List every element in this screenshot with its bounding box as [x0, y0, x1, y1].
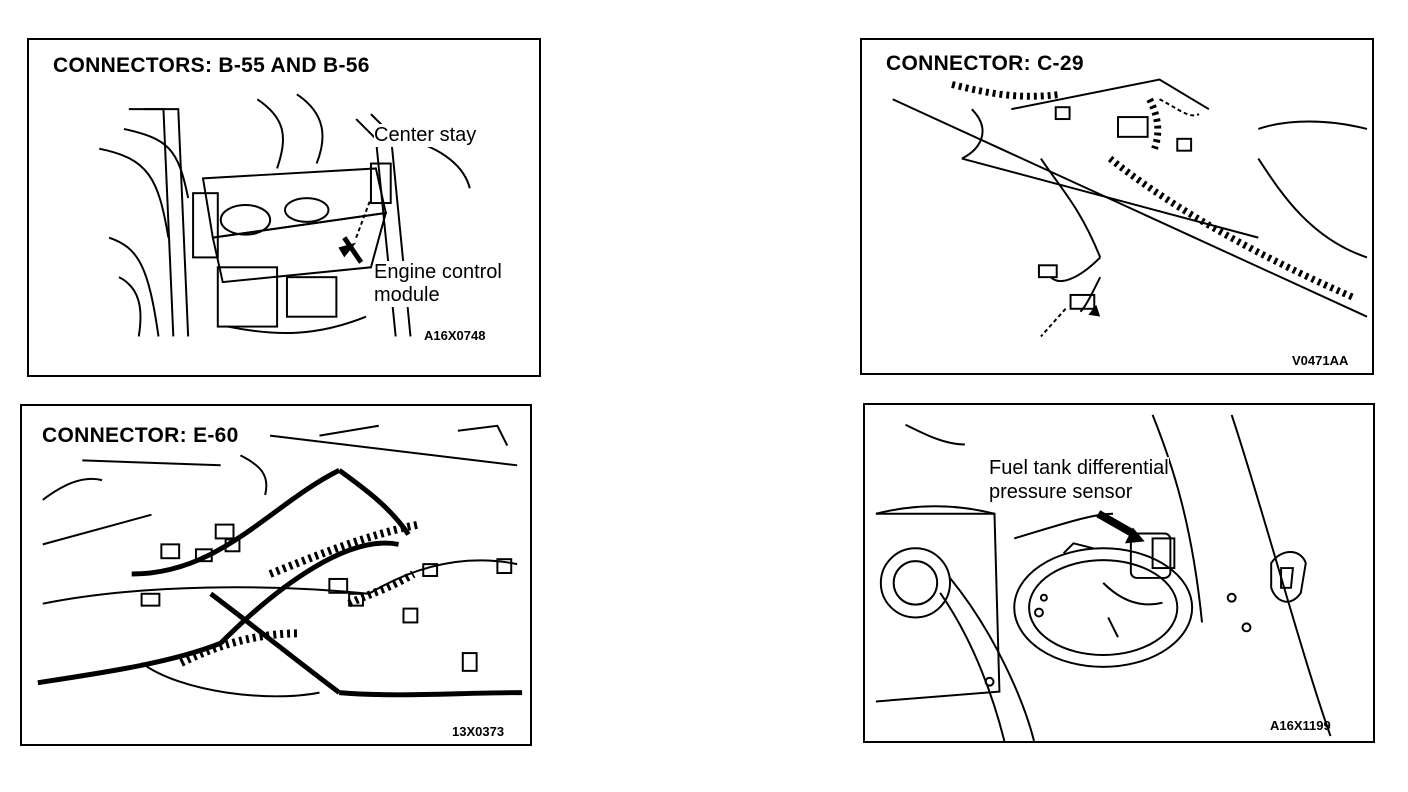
label-engine-control: Engine control [374, 261, 502, 284]
label-pressure-sensor: pressure sensor [989, 481, 1133, 504]
label-module: module [374, 284, 440, 307]
panel-title: CONNECTOR: E-60 [42, 424, 239, 448]
diagram-panel-c29: CONNECTOR: C-29 V0471AA [860, 38, 1374, 375]
figure-code: 13X0373 [452, 724, 505, 739]
figure-code: A16X1199 [1270, 718, 1331, 733]
figure-code: A16X0748 [424, 328, 486, 343]
label-center-stay: Center stay [374, 124, 477, 147]
underbody-illustration [892, 78, 1368, 338]
diagram-panel-b55-b56: CONNECTORS: B-55 AND B-56 Center stay En… [27, 38, 541, 377]
fuel-tank-illustration [875, 414, 1332, 741]
engine-bay-illustration [99, 93, 471, 337]
harness-illustration [37, 424, 523, 698]
panel-title: CONNECTOR: C-29 [886, 52, 1084, 75]
label-fuel-tank-differential: Fuel tank differential [989, 457, 1169, 480]
figure-code: V0471AA [1292, 353, 1349, 368]
panel-title: CONNECTORS: B-55 AND B-56 [53, 54, 370, 77]
diagram-panel-e60: CONNECTOR: E-60 13X0373 [20, 404, 532, 746]
diagram-panel-fuel-tank-sensor: Fuel tank differential pressure sensor A… [863, 403, 1375, 743]
